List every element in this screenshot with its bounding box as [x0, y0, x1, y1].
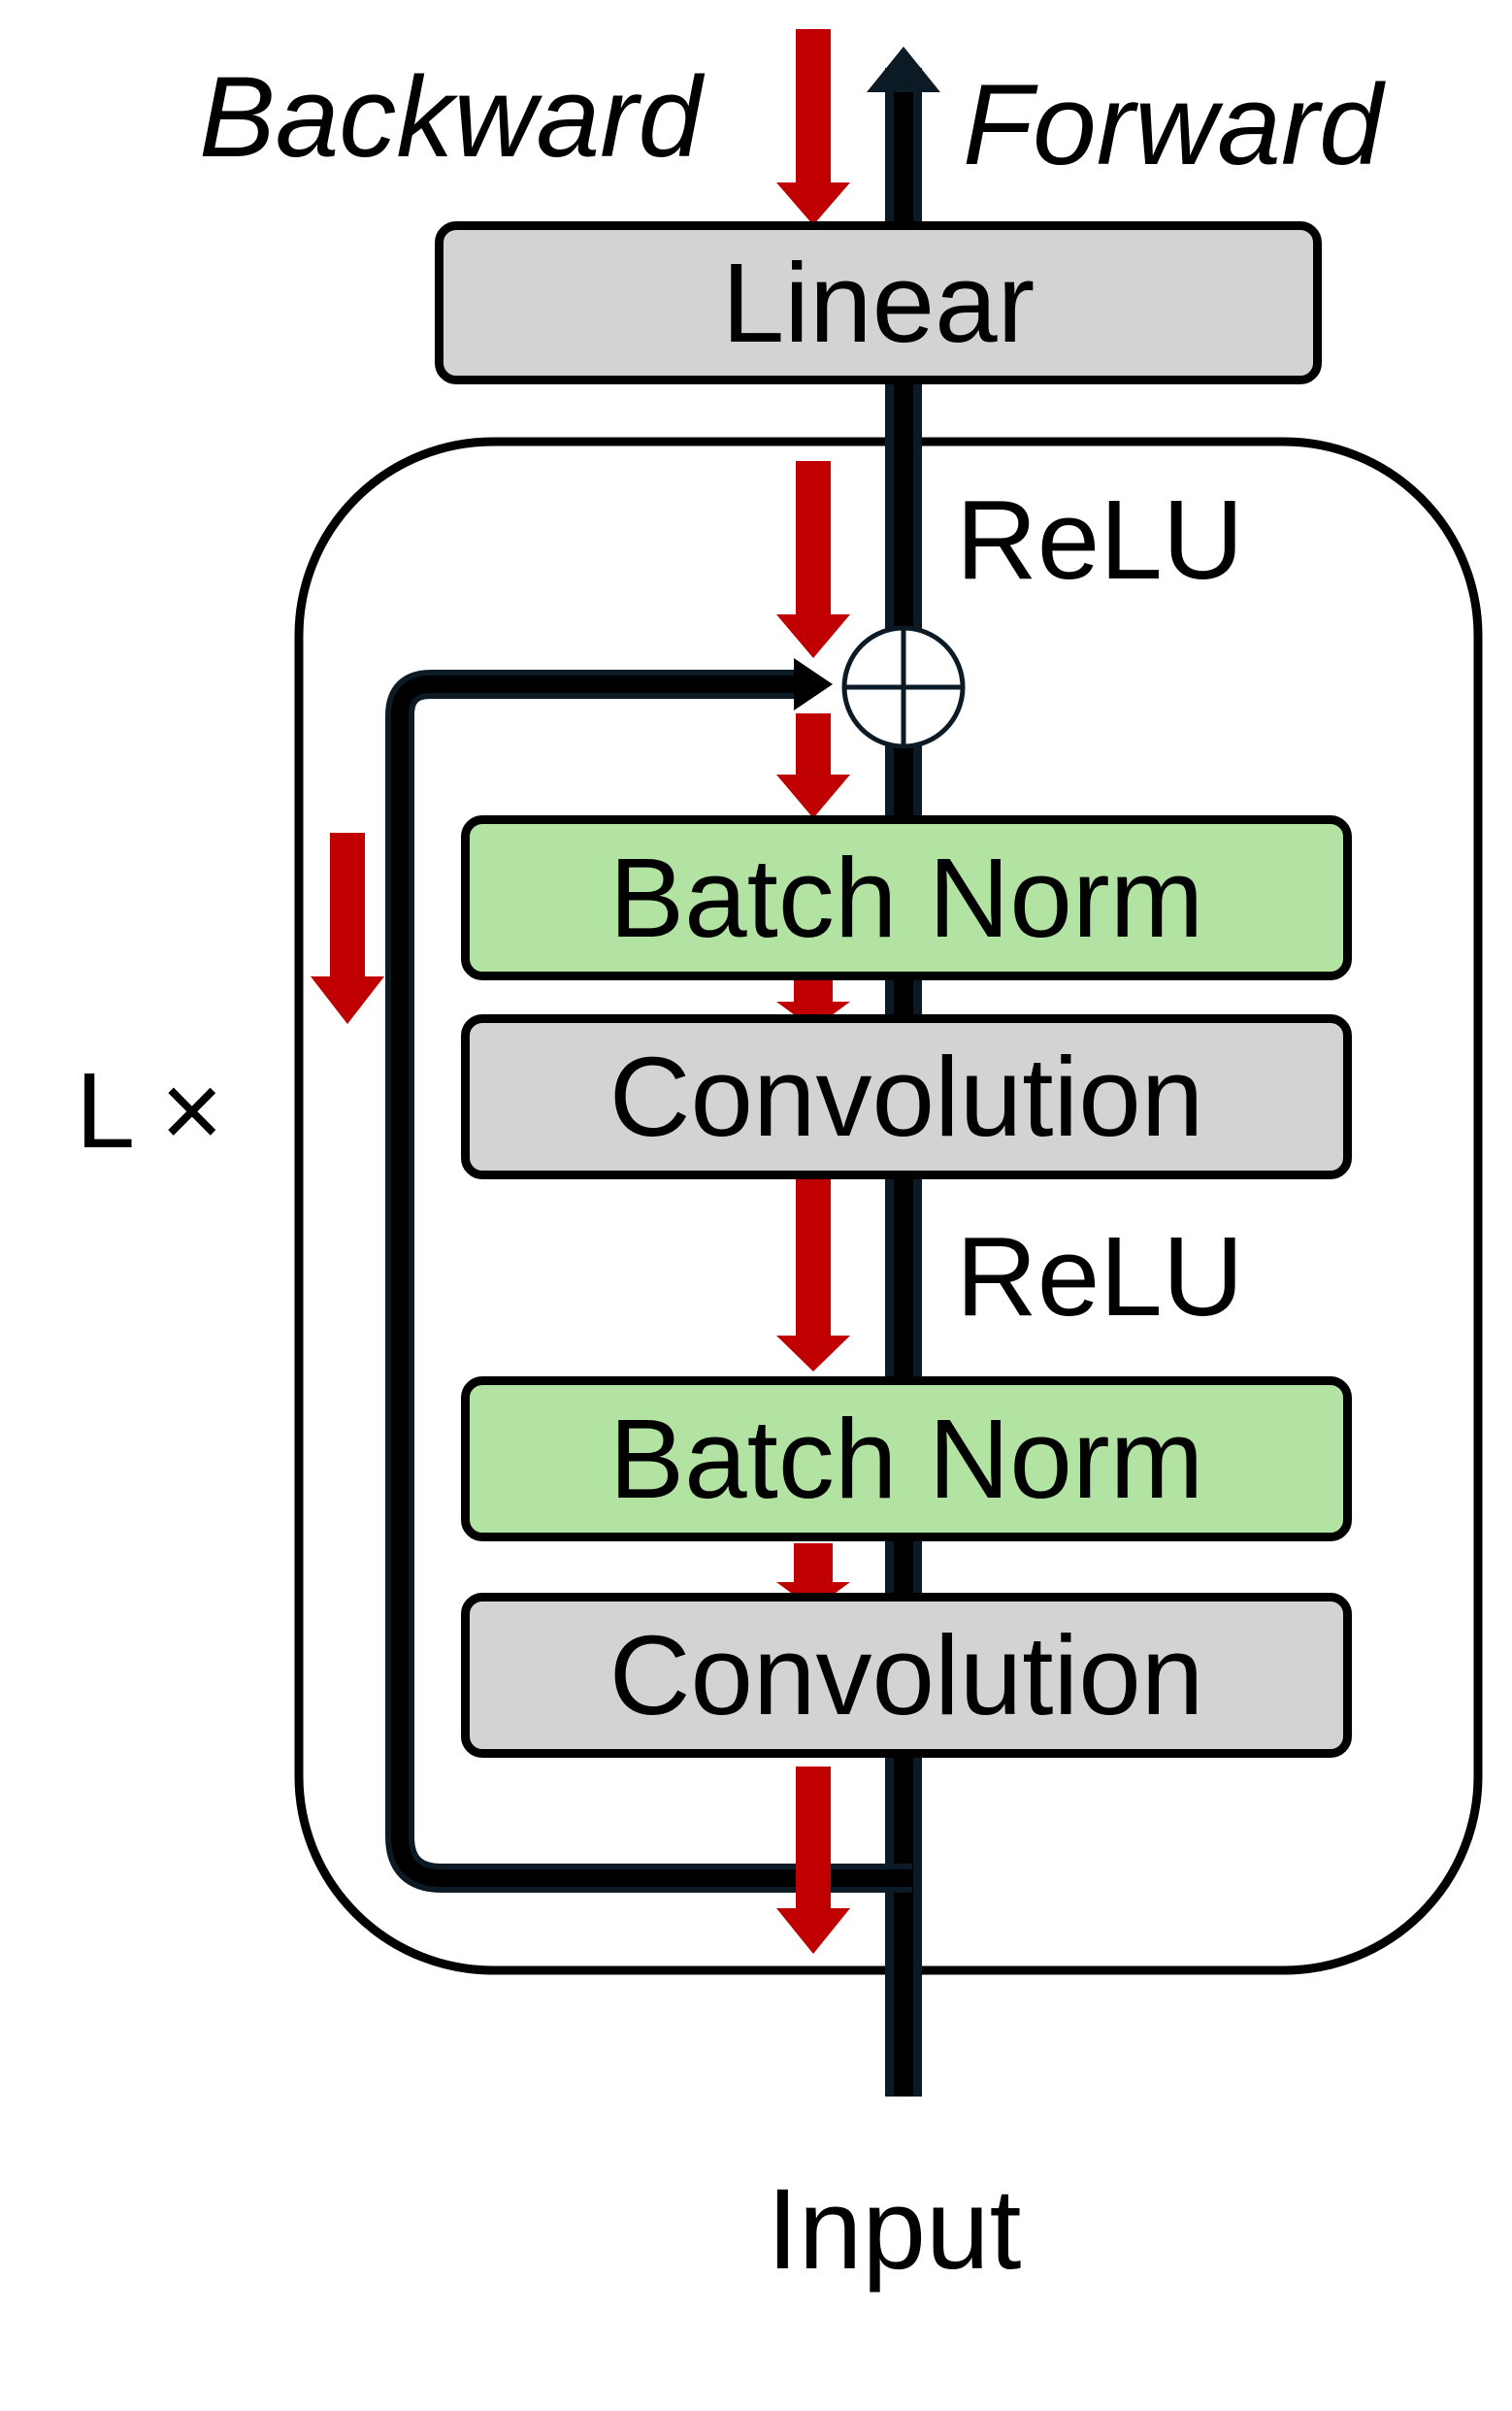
- backward-arrow-relu-top: [776, 461, 850, 658]
- backward-label: Backward: [199, 53, 703, 182]
- convolution-block-1: Convolution: [461, 1014, 1352, 1179]
- linear-block: Linear: [435, 221, 1322, 384]
- skip-connection: [385, 658, 912, 1893]
- linear-block-label: Linear: [721, 240, 1035, 366]
- convolution-block-1-label: Convolution: [608, 1034, 1204, 1160]
- batch-norm-block-1-label: Batch Norm: [608, 835, 1204, 961]
- backward-arrow-relu-mid: [776, 1177, 850, 1371]
- relu-label-top: ReLU: [956, 477, 1244, 603]
- input-label: Input: [767, 2165, 1022, 2294]
- addition-node: [841, 625, 966, 749]
- backward-arrow-top: [776, 29, 850, 225]
- batch-norm-block-2-label: Batch Norm: [608, 1396, 1204, 1522]
- backward-arrows: [311, 29, 850, 1954]
- repeat-label: L ×: [76, 1051, 223, 1171]
- batch-norm-block-1: Batch Norm: [461, 815, 1352, 980]
- forward-label: Forward: [963, 61, 1383, 189]
- backward-arrow-bottom: [776, 1767, 850, 1954]
- convolution-block-2-label: Convolution: [608, 1612, 1204, 1738]
- relu-label-middle: ReLU: [956, 1213, 1244, 1339]
- batch-norm-block-2: Batch Norm: [461, 1376, 1352, 1541]
- backward-arrow-after-add: [776, 713, 850, 818]
- backward-arrow-skip: [311, 833, 384, 1024]
- convolution-block-2: Convolution: [461, 1593, 1352, 1758]
